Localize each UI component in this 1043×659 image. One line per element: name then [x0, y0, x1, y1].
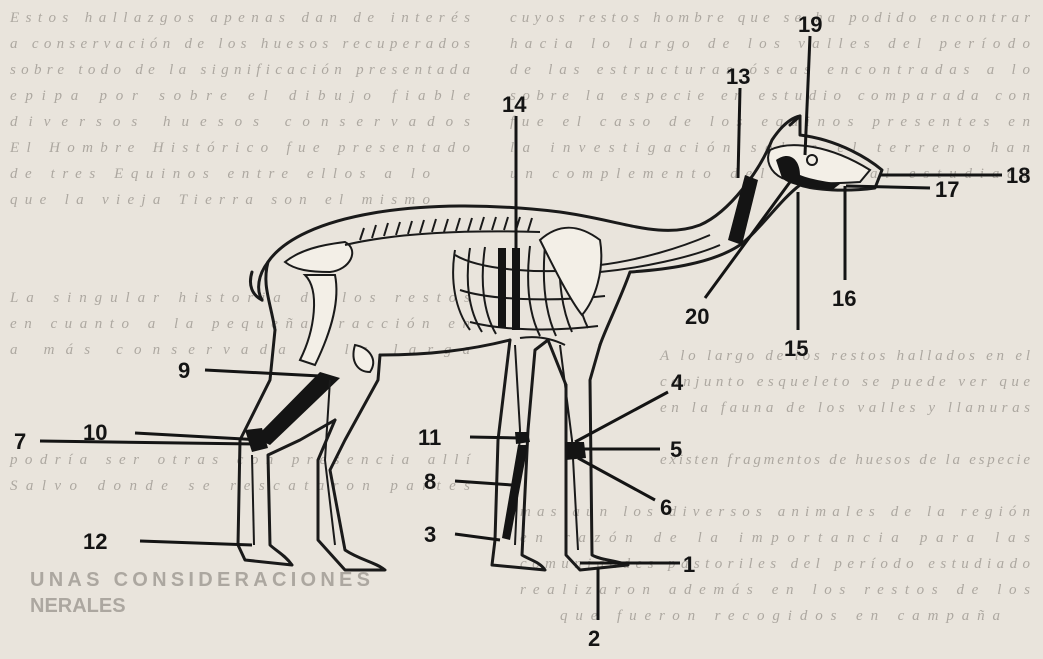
svg-text:existen fragmentos de huesos d: existen fragmentos de huesos de la espec… [660, 452, 1030, 468]
svg-text:A lo largo de los restos halla: A lo largo de los restos hallados en el [659, 348, 1030, 364]
callout-16: 16 [832, 286, 856, 311]
callout-1: 1 [683, 552, 695, 577]
svg-text:mas aún los diversos animales: mas aún los diversos animales de la regi… [520, 504, 1030, 520]
svg-text:epipa por sobre el dibujo fiab: epipa por sobre el dibujo fiable [10, 88, 470, 104]
stifle [353, 345, 373, 372]
callout-5: 5 [670, 437, 682, 462]
callout-2: 2 [588, 626, 600, 651]
svg-text:sobre todo de la significación: sobre todo de la significación presentad… [10, 62, 470, 78]
svg-text:que fueron recogidos en campañ: que fueron recogidos en campaña [560, 608, 1000, 624]
svg-text:La singular historia de los re: La singular historia de los restos [9, 290, 470, 306]
svg-text:Estos hallazgos apenas dan de: Estos hallazgos apenas dan de interés [9, 10, 470, 26]
svg-text:de las estructuras óseas encon: de las estructuras óseas encontradas a l… [510, 62, 1031, 78]
callout-19: 19 [798, 12, 822, 37]
svg-text:en la fauna de los valles y ll: en la fauna de los valles y llanuras [660, 400, 1030, 416]
callout-12: 12 [83, 529, 107, 554]
rib-mark-left [498, 248, 506, 328]
callout-8: 8 [424, 469, 436, 494]
callout-9: 9 [178, 358, 190, 383]
svg-text:El Hombre Histórico fue presen: El Hombre Histórico fue presentado [9, 140, 471, 156]
callout-18: 18 [1006, 163, 1030, 188]
svg-text:a conservación de los huesos r: a conservación de los huesos recuperados [10, 36, 470, 52]
svg-text:diversos huesos conservados: diversos huesos conservados [10, 114, 470, 130]
svg-text:sobre la especie en estudio co: sobre la especie en estudio comparada co… [510, 88, 1030, 104]
callout-6: 6 [660, 495, 672, 520]
svg-text:en cuanto a la pequeña fracció: en cuanto a la pequeña fracción en [10, 316, 470, 332]
callout-15: 15 [784, 336, 808, 361]
callout-10: 10 [83, 420, 107, 445]
svg-text:cuyos restos hombre que se ha: cuyos restos hombre que se ha podido enc… [510, 10, 1030, 26]
svg-text:en razón de la importancia par: en razón de la importancia para las [520, 530, 1030, 546]
svg-text:de tres Equinos entre ellos a: de tres Equinos entre ellos a lo [10, 166, 431, 182]
callout-13: 13 [726, 64, 750, 89]
svg-text:conjunto esqueleto se puede ve: conjunto esqueleto se puede ver que [660, 374, 1030, 390]
carpus-mark-foreleg-b [565, 442, 586, 460]
callout-7: 7 [14, 429, 26, 454]
svg-text:hacia lo largo de los valles d: hacia lo largo de los valles del período [510, 36, 1030, 52]
callout-11: 11 [418, 425, 441, 450]
callout-17: 17 [935, 177, 959, 202]
callout-3: 3 [424, 522, 436, 547]
vertebrae [360, 217, 532, 240]
eye-orbit [807, 155, 817, 165]
background-heading-cont: NERALES [30, 595, 126, 617]
callout-4: 4 [671, 370, 684, 395]
svg-text:fue el caso de los equinos pre: fue el caso de los equinos presentes en [510, 114, 1030, 130]
svg-text:que la vieja Tierra son el mis: que la vieja Tierra son el mismo [10, 192, 431, 208]
callout-14: 14 [502, 92, 527, 117]
callout-20: 20 [685, 304, 709, 329]
rib-mark-right [512, 248, 520, 330]
background-heading: UNAS CONSIDERACIONES [30, 569, 370, 591]
